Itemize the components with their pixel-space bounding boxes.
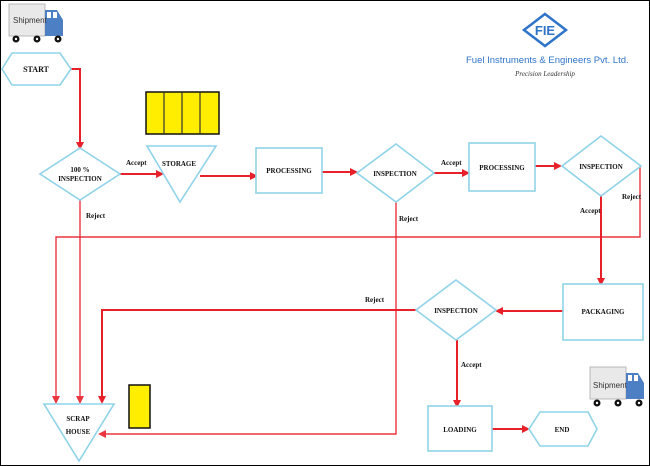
packaging-label: PACKAGING xyxy=(581,308,625,316)
scrap-label-line1: SCRAP xyxy=(66,415,90,423)
inspection2-decision[interactable]: INSPECTION xyxy=(355,142,436,204)
inspection3-decision[interactable]: INSPECTION xyxy=(560,134,643,198)
inspection1-decision[interactable]: 100 % INSPECTION xyxy=(38,147,122,201)
inspection1-label-line2: INSPECTION xyxy=(58,175,102,183)
shipment-truck-end-icon: Shipment xyxy=(589,366,644,407)
edge-label-accept1: Accept xyxy=(126,159,147,167)
loading-label: LOADING xyxy=(443,426,477,434)
truck-end-label: Shipment xyxy=(593,381,628,390)
edge-label-accept3: Accept xyxy=(580,207,601,215)
flow-start-to-inspection1 xyxy=(71,68,84,150)
storage-node[interactable]: STORAGE xyxy=(145,145,218,204)
scrap-label-line2: HOUSE xyxy=(66,428,91,436)
storage-bins-icon xyxy=(145,91,220,135)
flow-reject4-to-scrap xyxy=(98,309,416,404)
inspection1-label-line1: 100 % xyxy=(70,166,89,174)
logo-diamond-icon xyxy=(521,12,569,48)
start-label: START xyxy=(23,65,49,74)
flow-reject3-to-scrap xyxy=(52,166,641,404)
loading-node[interactable]: LOADING xyxy=(427,405,493,452)
logo-text: FIE xyxy=(535,23,556,38)
inspection4-label: INSPECTION xyxy=(434,307,478,315)
processing1-label: PROCESSING xyxy=(266,167,312,175)
start-terminal[interactable]: START xyxy=(1,52,72,86)
inspection2-label: INSPECTION xyxy=(373,170,417,178)
flow-reject2-to-scrap xyxy=(98,198,397,438)
inspection3-label: INSPECTION xyxy=(579,163,623,171)
edge-label-reject4: Reject xyxy=(365,296,385,304)
shipment-truck-start-icon: Shipment xyxy=(8,3,63,43)
inspection4-decision[interactable]: INSPECTION xyxy=(414,279,498,341)
end-label: END xyxy=(555,426,570,434)
scrap-bin-icon xyxy=(128,384,151,429)
scrap-house-node[interactable]: SCRAP HOUSE xyxy=(42,403,116,463)
edge-label-reject3: Reject xyxy=(622,193,642,201)
truck-start-label: Shipment xyxy=(13,16,48,25)
company-name: Fuel Instruments & Engineers Pvt. Ltd. xyxy=(466,55,629,66)
edge-label-accept4: Accept xyxy=(461,361,482,369)
company-logo: FIE Fuel Instruments & Engineers Pvt. Lt… xyxy=(466,12,629,78)
edge-label-reject1: Reject xyxy=(86,212,106,220)
packaging-node[interactable]: PACKAGING xyxy=(562,283,644,341)
storage-label: STORAGE xyxy=(162,160,196,168)
end-terminal[interactable]: END xyxy=(528,411,598,447)
edge-label-accept2: Accept xyxy=(441,159,462,167)
processing1-node[interactable]: PROCESSING xyxy=(255,147,323,194)
company-tagline: Precision Leadership xyxy=(514,70,575,78)
edge-label-reject2: Reject xyxy=(399,215,419,223)
processing2-label: PROCESSING xyxy=(479,164,525,172)
processing2-node[interactable]: PROCESSING xyxy=(468,142,536,192)
